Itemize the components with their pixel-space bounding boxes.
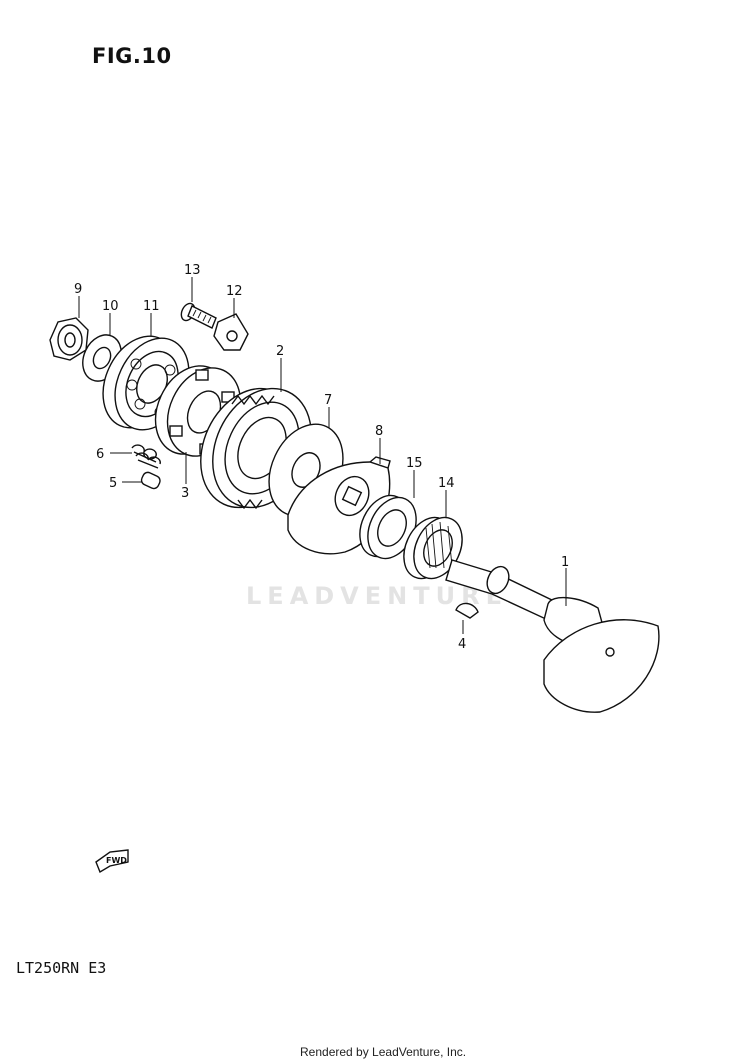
callout-5: 5 xyxy=(109,476,117,491)
callout-1: 1 xyxy=(561,555,569,570)
part-15-oil-seal[interactable] xyxy=(351,488,426,567)
callout-4: 4 xyxy=(458,637,466,652)
callout-13: 13 xyxy=(184,263,201,278)
part-14-needle-bearing[interactable] xyxy=(395,510,472,587)
part-5-pin[interactable] xyxy=(140,471,162,490)
callout-7: 7 xyxy=(324,393,332,408)
callout-14: 14 xyxy=(438,476,455,491)
part-12-plate[interactable] xyxy=(213,313,249,351)
callout-8: 8 xyxy=(375,424,383,439)
callout-12: 12 xyxy=(226,284,243,299)
fwd-arrow-icon: FWD xyxy=(95,849,129,874)
part-4-key[interactable] xyxy=(455,602,479,619)
callout-6: 6 xyxy=(96,447,104,462)
footer-credit: Rendered by LeadVenture, Inc. xyxy=(300,1045,467,1059)
callout-2: 2 xyxy=(276,344,284,359)
part-6-spring[interactable] xyxy=(131,444,161,469)
fig-title: FIG.10 xyxy=(92,44,172,68)
part-9-nut[interactable] xyxy=(49,317,89,361)
leader-lines xyxy=(78,277,567,634)
model-code: LT250RN E3 xyxy=(16,959,107,977)
callout-10: 10 xyxy=(102,299,119,314)
part-13-screw[interactable] xyxy=(179,301,217,329)
callout-9: 9 xyxy=(74,282,82,297)
callouts: 9 10 11 13 12 2 7 8 15 14 6 5 3 1 4 xyxy=(74,263,569,652)
callout-11: 11 xyxy=(143,299,160,314)
callout-3: 3 xyxy=(181,486,189,501)
fwd-label: FWD xyxy=(106,856,127,865)
part-1-crankshaft[interactable] xyxy=(445,559,660,713)
callout-15: 15 xyxy=(406,456,423,471)
